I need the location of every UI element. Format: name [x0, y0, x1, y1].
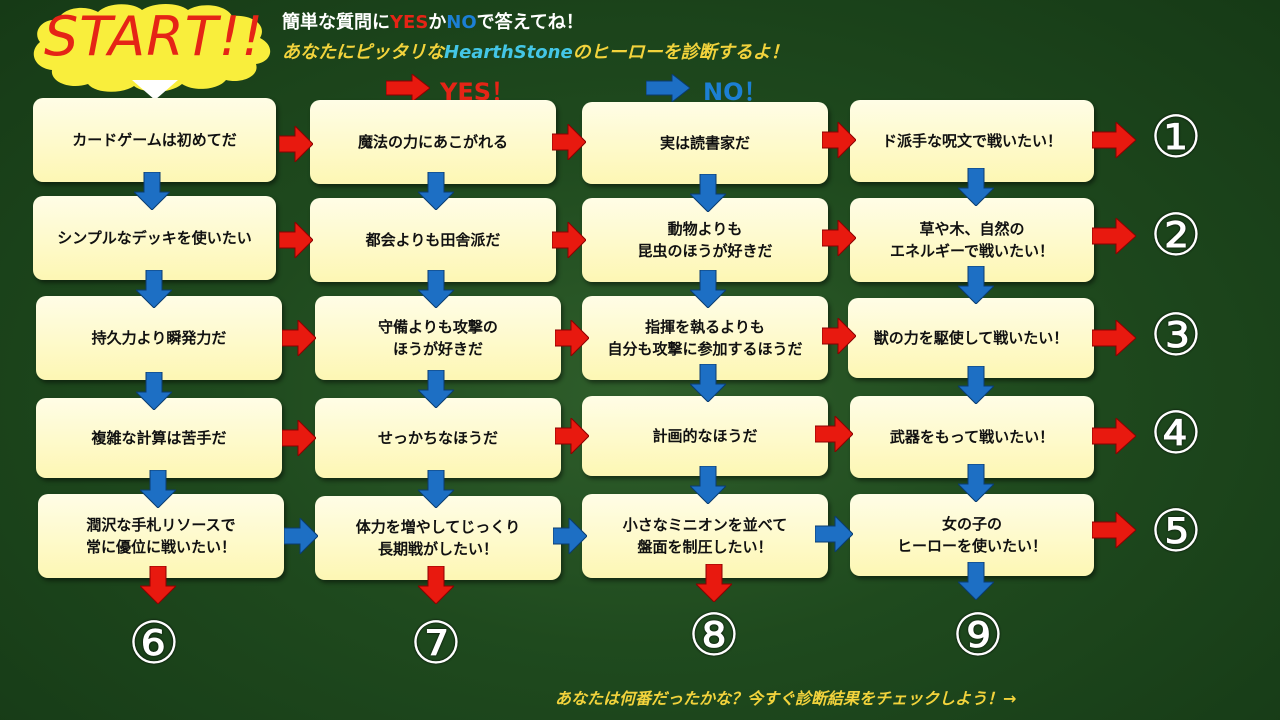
- yes-arrow: [282, 320, 316, 356]
- yes-arrow: [822, 318, 856, 354]
- no-legend-arrow: [646, 74, 690, 102]
- question-text: 複雑な計算は苦手だ: [91, 429, 227, 447]
- intro-line-1: 簡単な質問にYESかNOで答えてね！: [282, 12, 584, 33]
- question-box[interactable]: 持久力より瞬発力だ: [36, 296, 282, 380]
- yes-arrow: [822, 122, 856, 158]
- start-burst: [33, 4, 271, 100]
- yes-arrow: [552, 124, 586, 160]
- no-arrow: [418, 270, 454, 308]
- yes-arrow: [1092, 418, 1136, 454]
- question-text: カードゲームは初めてだ: [72, 131, 237, 149]
- result-number[interactable]: ②: [1150, 201, 1202, 269]
- no-arrow: [958, 562, 994, 600]
- question-text: ド派手な呪文で戦いたい！: [881, 132, 1062, 150]
- question-text: シンプルなデッキを使いたい: [57, 229, 252, 247]
- no-arrow: [418, 172, 454, 210]
- question-text: 計画的なほうだ: [652, 427, 758, 445]
- no-arrow: [958, 366, 994, 404]
- yes-arrow: [279, 126, 313, 162]
- question-box[interactable]: せっかちなほうだ: [315, 398, 561, 478]
- question-box[interactable]: 草や木、自然の エネルギーで戦いたい！: [850, 198, 1094, 282]
- no-arrow: [958, 168, 994, 206]
- result-number[interactable]: ⑧: [688, 601, 740, 669]
- question-text: 実は読書家だ: [659, 134, 750, 152]
- no-arrow: [690, 270, 726, 308]
- footer-caption: あなたは何番だったかな？今すぐ診断結果をチェックしよう！→: [555, 689, 1017, 708]
- yes-arrow: [1092, 122, 1136, 158]
- yes-arrow: [1092, 218, 1136, 254]
- question-text: 小さなミニオンを並べて 盤面を制圧したい！: [622, 516, 788, 556]
- no-arrow: [140, 470, 176, 508]
- yes-arrow: [552, 222, 586, 258]
- result-number[interactable]: ④: [1150, 399, 1202, 467]
- yes-arrow: [822, 220, 856, 256]
- question-box[interactable]: カードゲームは初めてだ: [33, 98, 276, 182]
- no-label: NO！: [703, 78, 768, 106]
- result-number[interactable]: ①: [1150, 103, 1202, 171]
- question-text: 指揮を執るよりも 自分も攻撃に参加するほうだ: [607, 318, 803, 358]
- no-arrow: [284, 518, 318, 554]
- question-text: 獣の力を駆使して戦いたい！: [873, 329, 1069, 347]
- question-text: 体力を増やしてじっくり 長期戦がしたい！: [355, 518, 521, 558]
- result-number[interactable]: ③: [1150, 301, 1202, 369]
- question-text: 女の子の ヒーローを使いたい！: [896, 515, 1047, 555]
- question-box[interactable]: 動物よりも 昆虫のほうが好きだ: [582, 198, 828, 282]
- no-arrow: [958, 464, 994, 502]
- yes-arrow: [696, 564, 732, 602]
- yes-legend-arrow: [386, 74, 430, 102]
- no-arrow: [815, 516, 853, 552]
- yes-arrow: [1092, 512, 1136, 548]
- yes-arrow: [279, 222, 313, 258]
- question-box[interactable]: 守備よりも攻撃の ほうが好きだ: [315, 296, 561, 380]
- question-text: 守備よりも攻撃の ほうが好きだ: [378, 318, 498, 358]
- yes-arrow: [555, 418, 589, 454]
- question-box[interactable]: 獣の力を駆使して戦いたい！: [848, 298, 1094, 378]
- result-number[interactable]: ⑤: [1150, 497, 1202, 565]
- question-box[interactable]: 実は読書家だ: [582, 102, 828, 184]
- no-arrow: [134, 172, 170, 210]
- yes-arrow: [282, 420, 316, 456]
- question-text: 武器をもって戦いたい！: [889, 428, 1055, 446]
- no-arrow: [553, 518, 587, 554]
- question-text: 都会よりも田舎派だ: [365, 231, 501, 249]
- start-title: START!!: [44, 5, 265, 68]
- no-arrow: [690, 466, 726, 504]
- question-box[interactable]: 潤沢な手札リソースで 常に優位に戦いたい！: [38, 494, 284, 578]
- question-text: 動物よりも 昆虫のほうが好きだ: [637, 220, 773, 260]
- no-arrow: [690, 174, 726, 212]
- no-arrow: [136, 372, 172, 410]
- yes-arrow: [418, 566, 454, 604]
- question-box[interactable]: 小さなミニオンを並べて 盤面を制圧したい！: [582, 494, 828, 578]
- no-arrow: [418, 470, 454, 508]
- question-text: 潤沢な手札リソースで 常に優位に戦いたい！: [85, 516, 236, 556]
- question-box[interactable]: 都会よりも田舎派だ: [310, 198, 556, 282]
- question-box[interactable]: シンプルなデッキを使いたい: [33, 196, 276, 280]
- intro-line-2: あなたにピッタリなHearthStoneのヒーローを診断するよ！: [282, 42, 789, 63]
- result-number[interactable]: ⑥: [128, 609, 180, 677]
- no-arrow: [958, 266, 994, 304]
- yes-arrow: [555, 320, 589, 356]
- no-arrow: [690, 364, 726, 402]
- question-box[interactable]: 魔法の力にあこがれる: [310, 100, 556, 184]
- question-text: 草や木、自然の エネルギーで戦いたい！: [889, 220, 1055, 260]
- question-box[interactable]: 複雑な計算は苦手だ: [36, 398, 282, 478]
- no-arrow: [136, 270, 172, 308]
- result-number[interactable]: ⑦: [410, 609, 462, 677]
- question-text: 魔法の力にあこがれる: [357, 133, 508, 151]
- yes-arrow: [815, 416, 853, 452]
- no-arrow: [418, 370, 454, 408]
- question-box[interactable]: 計画的なほうだ: [582, 396, 828, 476]
- question-text: 持久力より瞬発力だ: [91, 329, 227, 347]
- result-number[interactable]: ⑨: [952, 601, 1004, 669]
- yes-arrow: [140, 566, 176, 604]
- question-text: せっかちなほうだ: [377, 429, 498, 447]
- yes-arrow: [1092, 320, 1136, 356]
